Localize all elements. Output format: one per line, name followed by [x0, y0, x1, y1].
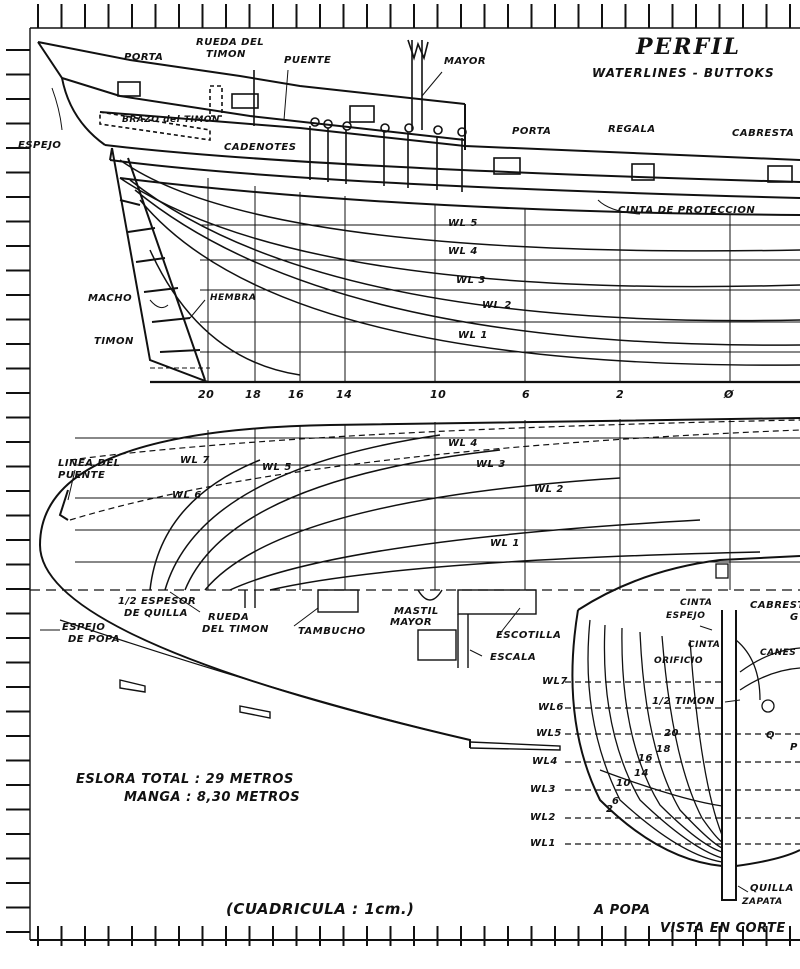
label-g: G [790, 612, 799, 623]
label-cinta-2: CINTA [688, 640, 721, 650]
label-escala: ESCALA [490, 652, 537, 663]
section-wl3: WL3 [530, 784, 556, 795]
label-orificio: ORIFICIO [654, 656, 704, 666]
label-puente-plan: PUENTE [58, 470, 106, 481]
section-view [571, 555, 800, 901]
label-q: Q [766, 730, 776, 741]
station-14: 14 [336, 388, 353, 401]
spec-eslora: ESLORA TOTAL : 29 METROS [76, 772, 294, 787]
section-wl1: WL1 [530, 838, 556, 849]
label-escotilla: ESCOTILLA [496, 630, 562, 641]
label-rueda-del: RUEDA DEL [196, 37, 265, 48]
profile-wl3: WL 3 [456, 275, 486, 286]
section-station-10: 10 [616, 778, 631, 789]
station-18: 18 [245, 388, 262, 401]
section-wl7: WL7 [542, 676, 568, 687]
profile-wl1: WL 1 [458, 330, 488, 341]
station-16: 16 [288, 388, 305, 401]
label-linea-del: LINEA DEL [58, 458, 121, 469]
label-hembra: HEMBRA [210, 293, 257, 303]
drawing-title: PERFIL [636, 34, 741, 60]
label-vista-en-corte: VISTA EN CORTE [660, 921, 786, 936]
label-cadenotes: CADENOTES [224, 142, 297, 153]
label-a-popa: A POPA [594, 903, 651, 918]
label-medio-timon: 1/2 TIMON [652, 696, 715, 707]
label-espejo-popa: ESPEJO [62, 622, 106, 633]
label-de-quilla: DE QUILLA [124, 608, 188, 619]
section-station-6: 6 [612, 796, 620, 807]
plan-view [30, 417, 800, 751]
label-cinta-section: CINTA [680, 598, 713, 608]
profile-wl5: WL 5 [448, 218, 478, 229]
section-wl2: WL2 [530, 812, 556, 823]
profile-wl2: WL 2 [482, 300, 512, 311]
label-espesor: 1/2 ESPESOR [118, 596, 197, 607]
label-cinta-de-proteccion: CINTA DE PROTECCION [618, 205, 756, 216]
station-6: 6 [522, 388, 531, 401]
label-cabrestante-section: CABRESTA [750, 600, 800, 611]
label-mayor: MAYOR [444, 56, 487, 67]
label-regala: REGALA [608, 124, 656, 135]
plan-wl5: WL 5 [262, 462, 292, 473]
section-wl5: WL5 [536, 728, 562, 739]
section-station-16: 16 [638, 753, 653, 764]
label-espejo: ESPEJO [18, 140, 62, 151]
label-porta-stern: PORTA [124, 52, 164, 63]
plan-wl7: WL 7 [180, 455, 210, 466]
label-p: P [790, 742, 798, 753]
drawing-subtitle: WATERLINES - BUTTOKS [592, 66, 775, 80]
section-wl4: WL4 [532, 756, 558, 767]
label-macho: MACHO [88, 293, 133, 304]
station-20: 20 [198, 388, 215, 401]
plan-wl2: WL 2 [534, 484, 564, 495]
label-mastil-mayor: MAYOR [390, 617, 433, 628]
plan-wl3: WL 3 [476, 459, 506, 470]
section-station-2: 2 [606, 804, 614, 815]
label-porta: PORTA [512, 126, 552, 137]
section-station-14: 14 [634, 768, 649, 779]
label-mastil: MASTIL [394, 606, 439, 617]
station-2: 2 [616, 388, 625, 401]
label-zapata: ZAPATA [742, 897, 783, 907]
label-timon: TIMON [94, 336, 134, 347]
label-de-popa: DE POPA [68, 634, 121, 645]
label-puente: PUENTE [284, 55, 332, 66]
spec-manga: MANGA : 8,30 METROS [124, 790, 301, 805]
label-cuadricula: (CUADRICULA : 1cm.) [226, 900, 415, 918]
profile-view [37, 41, 800, 384]
label-tambucho: TAMBUCHO [298, 626, 366, 637]
label-quilla: QUILLA [750, 883, 794, 894]
plan-wl1: WL 1 [490, 538, 520, 549]
label-rueda: RUEDA [208, 612, 250, 623]
label-canes: CANES [760, 648, 797, 658]
section-station-20: 20 [664, 728, 679, 739]
plan-wl6: WL 6 [172, 490, 202, 501]
plan-wl4: WL 4 [448, 438, 478, 449]
label-brazo-del-timon: BRAZO del TIMON [122, 115, 220, 125]
station-10: 10 [430, 388, 447, 401]
profile-wl4: WL 4 [448, 246, 478, 257]
label-espejo-section: ESPEJO [666, 611, 706, 621]
label-timon-top: TIMON [206, 49, 246, 60]
station-0: Ø [724, 388, 734, 401]
section-station-18: 18 [656, 744, 671, 755]
label-cabrestante: CABRESTA [732, 128, 795, 139]
section-wl6: WL6 [538, 702, 564, 713]
label-del-timon: DEL TIMON [202, 624, 269, 635]
